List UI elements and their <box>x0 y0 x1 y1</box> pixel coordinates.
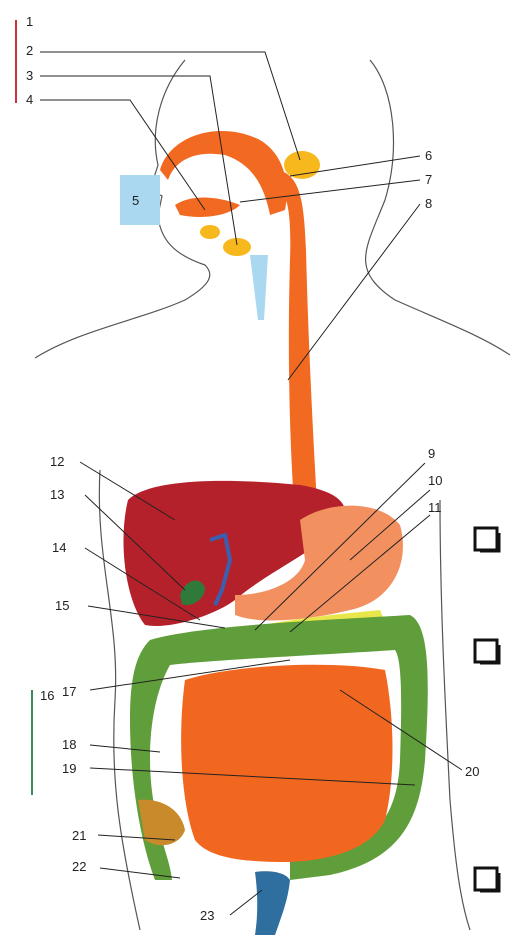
label-22: 22 <box>72 859 86 874</box>
label-4: 4 <box>26 92 33 107</box>
label-21: 21 <box>72 828 86 843</box>
label-20: 20 <box>465 764 479 779</box>
label-8: 8 <box>425 196 432 211</box>
label-17: 17 <box>62 684 76 699</box>
rectum-shape <box>255 871 290 935</box>
label-18: 18 <box>62 737 76 752</box>
label-3: 3 <box>26 68 33 83</box>
nasal-cavity-shape <box>120 175 160 225</box>
label-6: 6 <box>425 148 432 163</box>
small-intestine-shape <box>181 665 392 862</box>
label-2: 2 <box>26 43 33 58</box>
label-10: 10 <box>428 473 442 488</box>
label-1: 1 <box>26 14 33 29</box>
esophagus-shape <box>268 170 318 520</box>
label-16: 16 <box>40 688 54 703</box>
checkbox-icon[interactable] <box>472 865 502 895</box>
label-12: 12 <box>50 454 64 469</box>
checkbox-icon[interactable] <box>472 637 502 667</box>
label-9: 9 <box>428 446 435 461</box>
checkbox-icon[interactable] <box>472 525 502 555</box>
label-5: 5 <box>132 193 139 208</box>
label-11: 11 <box>428 500 442 515</box>
label-13: 13 <box>50 487 64 502</box>
parotid-gland-shape <box>284 151 320 179</box>
submandibular-gland-shape <box>223 238 251 256</box>
trachea-shape <box>250 255 268 320</box>
label-19: 19 <box>62 761 76 776</box>
label-15: 15 <box>55 598 69 613</box>
sublingual-gland-shape <box>200 225 220 239</box>
label-7: 7 <box>425 172 432 187</box>
label-14: 14 <box>52 540 66 555</box>
label-23: 23 <box>200 908 214 923</box>
